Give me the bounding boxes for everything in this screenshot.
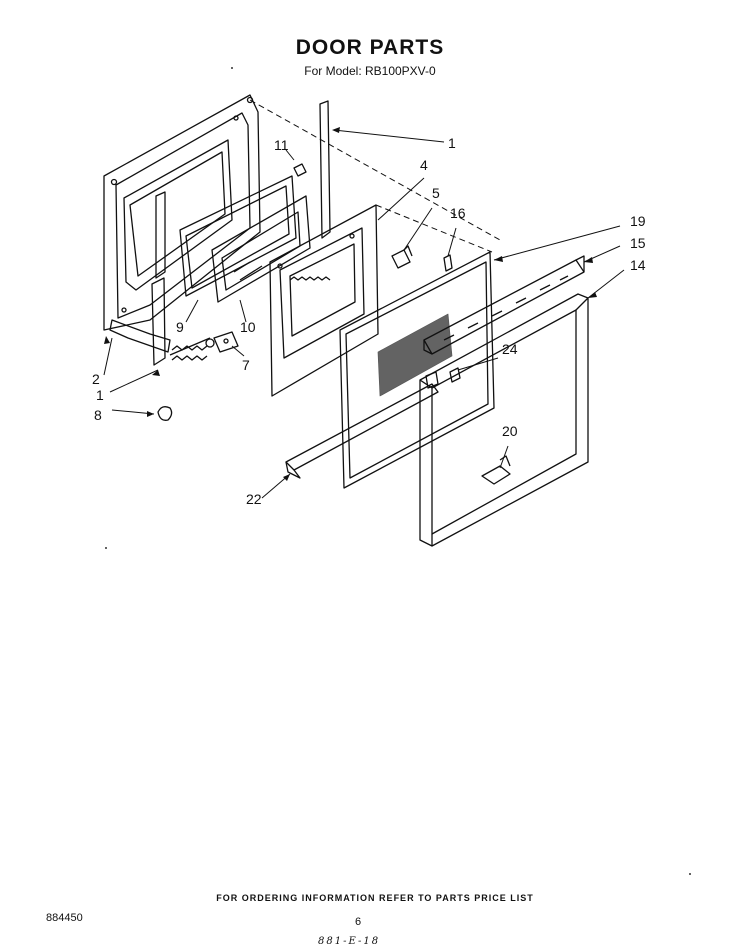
page-number: 6: [355, 916, 362, 928]
bracket-5: [391, 245, 413, 269]
callout-20: 20: [502, 423, 518, 439]
document-number: 884450: [46, 912, 83, 924]
callout-11: 11: [274, 137, 289, 153]
window-gasket: [179, 175, 297, 297]
inner-door-panel: [103, 94, 261, 331]
callout-16: 16: [450, 205, 466, 221]
callout-5: 5: [432, 185, 440, 201]
hinge-clip-20: [481, 455, 511, 485]
callout-14: 14: [630, 257, 646, 273]
callout-19: 19: [630, 213, 646, 229]
callout-8: 8: [94, 407, 102, 423]
clip-24: [425, 367, 461, 389]
callout-22: 22: [246, 491, 262, 507]
door-channel-left: [151, 191, 166, 366]
handwritten-note: 881-E-18: [318, 936, 381, 947]
hinge-receptacle: [213, 331, 239, 353]
hinge-assembly: [109, 319, 215, 361]
callout-24: 24: [502, 341, 518, 357]
callout-1-top: 1: [448, 135, 456, 151]
model-subtitle: For Model: RB100PXV-0: [304, 64, 436, 78]
callout-2: 2: [92, 371, 100, 387]
callout-1-left: 1: [96, 387, 104, 403]
door-handle: [423, 255, 585, 355]
door-liner: [269, 204, 379, 397]
ordering-info-footer: FOR ORDERING INFORMATION REFER TO PARTS …: [216, 893, 534, 903]
callout-9: 9: [176, 319, 184, 335]
bottom-rail: [285, 383, 439, 479]
callout-15: 15: [630, 235, 646, 251]
clip-16: [443, 254, 453, 272]
door-outer-glass: [339, 251, 495, 489]
callout-4: 4: [420, 157, 428, 173]
callout-7: 7: [242, 357, 250, 373]
page-title: DOOR PARTS: [295, 36, 445, 59]
bumper-11: [293, 163, 307, 177]
door-channel-right: [319, 100, 331, 239]
callout-10: 10: [240, 319, 256, 335]
clip-8: [157, 406, 173, 421]
